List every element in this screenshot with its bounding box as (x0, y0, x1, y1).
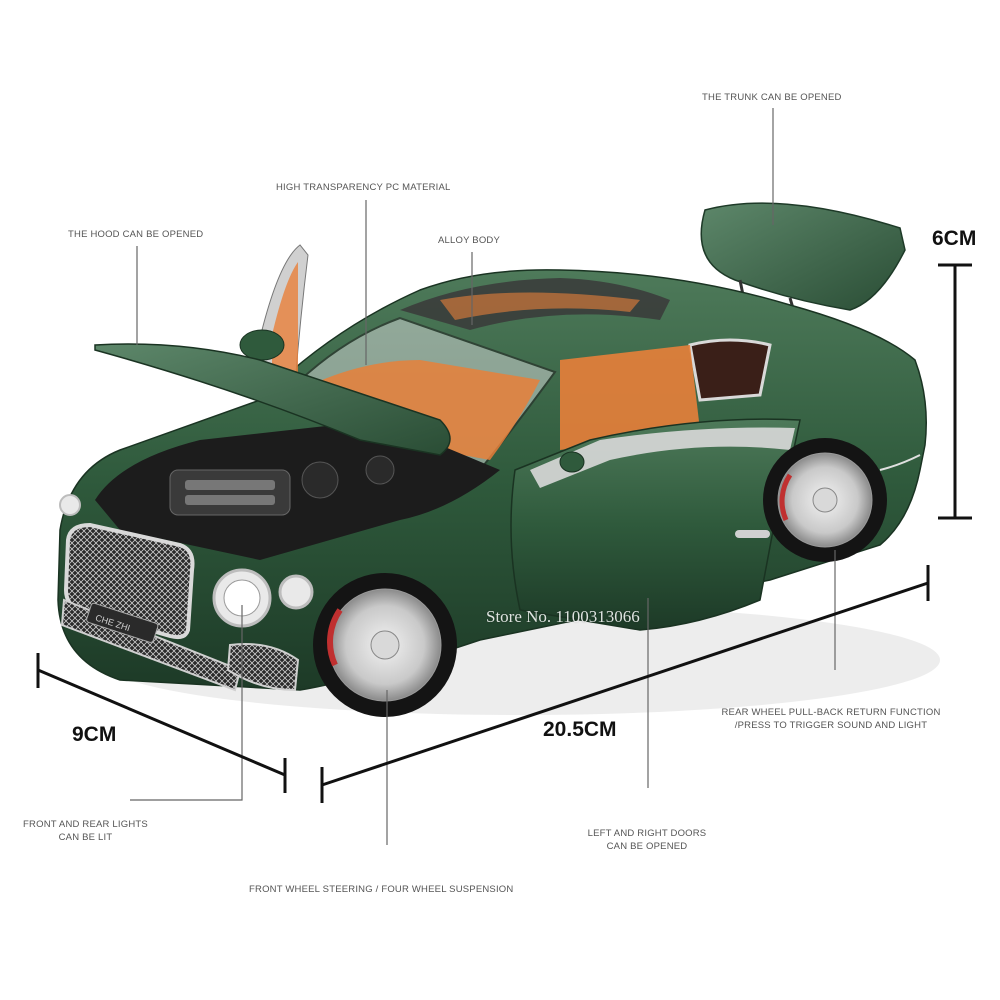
dimension-width: 9CM (72, 723, 117, 746)
dimension-length: 20.5CM (543, 718, 617, 741)
front-wheel (313, 573, 457, 717)
dimension-lines (36, 263, 972, 803)
callout-pc-material: HIGH TRANSPARENCY PC MATERIAL (276, 182, 451, 193)
hood (94, 343, 451, 456)
engine-bay (95, 420, 500, 560)
callout-doors: LEFT AND RIGHT DOORS CAN BE OPENED (587, 828, 707, 852)
open-door (510, 418, 801, 631)
callout-lines (130, 108, 836, 845)
store-watermark: Store No. 1100313066 (486, 607, 640, 626)
callout-steering: FRONT WHEEL STEERING / FOUR WHEEL SUSPEN… (249, 884, 514, 895)
callout-trunk: THE TRUNK CAN BE OPENED (702, 92, 842, 103)
callout-alloy-body: ALLOY BODY (438, 235, 501, 246)
dimension-height: 6CM (932, 227, 977, 250)
front-grille (60, 522, 300, 692)
callout-hood: THE HOOD CAN BE OPENED (68, 229, 204, 240)
far-door (239, 244, 309, 386)
callout-lights: FRONT AND REAR LIGHTS CAN BE LIT (23, 819, 148, 843)
rear-wheel (763, 438, 887, 562)
callout-rear-wheel: REAR WHEEL PULL-BACK RETURN FUNCTION /PR… (721, 707, 941, 731)
